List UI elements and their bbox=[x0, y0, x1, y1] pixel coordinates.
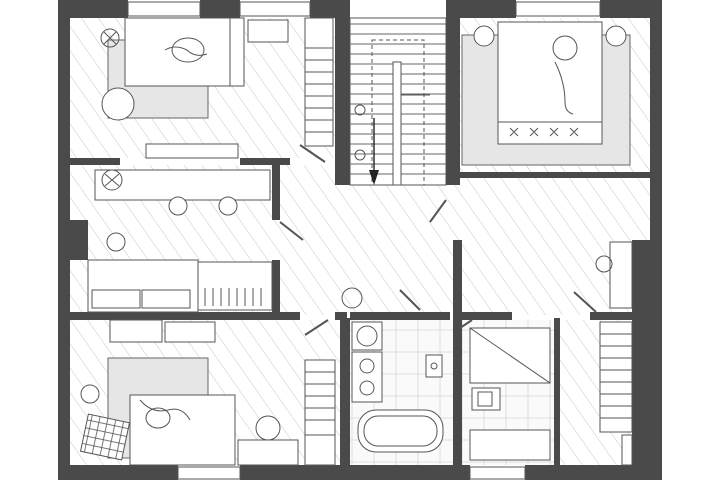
wall-bath-west bbox=[340, 318, 350, 468]
desk bbox=[94, 169, 271, 201]
door-leaf bbox=[429, 199, 447, 223]
pouf-icon bbox=[101, 87, 135, 121]
study-left bbox=[94, 169, 304, 252]
cabinet bbox=[304, 434, 336, 466]
wall-bedroom-study-2 bbox=[240, 158, 290, 165]
stair-arrow-icon bbox=[369, 118, 379, 185]
wall-bath2-north bbox=[462, 312, 512, 320]
window-north-2 bbox=[239, 1, 311, 17]
wall-south-1 bbox=[58, 465, 178, 480]
console bbox=[609, 241, 633, 309]
plant-icon bbox=[100, 28, 120, 48]
wall-stair-west bbox=[335, 0, 350, 185]
shelf bbox=[304, 17, 334, 49]
wall-living-bedroom bbox=[70, 312, 300, 320]
wardrobe bbox=[304, 47, 334, 147]
nightstand bbox=[247, 19, 289, 43]
plant-icon bbox=[595, 255, 613, 273]
sink-icon bbox=[351, 351, 383, 403]
bed-icon bbox=[129, 394, 236, 466]
wall-north-1 bbox=[58, 0, 128, 18]
window-east bbox=[621, 434, 633, 466]
vanity bbox=[469, 429, 551, 461]
wall-south-2 bbox=[240, 465, 470, 480]
bathroom-left bbox=[351, 321, 444, 453]
bedroom-bottom-left bbox=[79, 319, 336, 466]
wall-study-east bbox=[272, 165, 280, 220]
wall-west-pier bbox=[58, 220, 88, 260]
wall-dressing-north bbox=[590, 312, 632, 320]
desk bbox=[237, 439, 299, 466]
wall-east-upper bbox=[650, 0, 662, 240]
window-north-1 bbox=[127, 1, 201, 17]
wall-dressing-west bbox=[554, 318, 560, 468]
wall-bath-north bbox=[350, 312, 450, 320]
toilet-icon bbox=[471, 387, 501, 411]
lamp-icon bbox=[106, 232, 126, 252]
bedroom-top-left bbox=[100, 17, 334, 163]
wall-bath-divider bbox=[453, 240, 462, 468]
radiator-cabinet bbox=[197, 261, 273, 311]
wall-bedroom-study-1 bbox=[70, 158, 120, 165]
door-leaf bbox=[299, 144, 326, 163]
door-leaf bbox=[279, 221, 304, 241]
wardrobe bbox=[304, 359, 336, 436]
window-north-3 bbox=[515, 1, 601, 17]
bed-icon bbox=[497, 21, 603, 145]
wall-north-4 bbox=[446, 0, 516, 18]
hall bbox=[399, 241, 633, 313]
wall-north-5 bbox=[600, 0, 662, 18]
plant-icon bbox=[101, 169, 123, 191]
window-south-1 bbox=[177, 466, 241, 480]
wall-master-south bbox=[460, 172, 650, 178]
wall-north-2 bbox=[200, 0, 240, 18]
wall-bath-corner bbox=[335, 312, 347, 320]
wall-east-lower bbox=[632, 240, 662, 480]
rug-grid bbox=[79, 413, 131, 461]
master-bedroom-top-right bbox=[429, 21, 631, 223]
floor-hall bbox=[280, 165, 650, 315]
dressing-right bbox=[599, 321, 633, 466]
bench bbox=[145, 143, 239, 159]
wall-stair-east bbox=[446, 0, 460, 185]
plant-icon bbox=[341, 287, 363, 309]
chair-icon bbox=[168, 196, 238, 216]
living-left bbox=[87, 259, 363, 313]
window-south-2 bbox=[469, 466, 526, 480]
nightstand-lamp-icon bbox=[605, 25, 627, 47]
sofa-icon bbox=[87, 259, 199, 313]
chair-icon bbox=[255, 415, 281, 441]
door-leaf bbox=[459, 319, 473, 329]
wall-living-east bbox=[272, 260, 280, 315]
door-leaf bbox=[399, 289, 421, 311]
shelf bbox=[164, 321, 216, 343]
bathtub-icon bbox=[357, 409, 444, 453]
toilet-icon bbox=[425, 354, 443, 378]
wardrobe bbox=[599, 321, 633, 433]
desk-small bbox=[109, 319, 163, 343]
door-leaf bbox=[573, 291, 597, 313]
pouf-icon bbox=[80, 384, 100, 404]
wall-south-3 bbox=[525, 465, 662, 480]
door-leaf bbox=[304, 319, 329, 336]
nightstand-lamp-icon bbox=[473, 25, 495, 47]
bathroom-right bbox=[459, 319, 551, 461]
bed-icon bbox=[124, 17, 245, 87]
stair bbox=[349, 17, 447, 186]
